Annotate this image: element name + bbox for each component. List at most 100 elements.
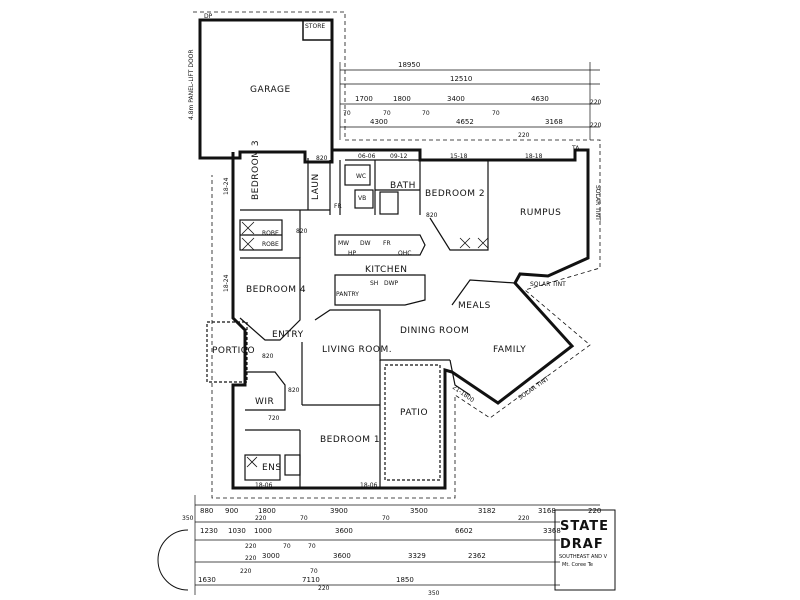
room-label-bedroom-3: BEDROOM 3 <box>251 140 261 200</box>
window-18-06-b: 18-06 <box>360 482 378 489</box>
room-label-store: STORE <box>305 23 325 30</box>
window-18-18: 18-18 <box>525 153 543 160</box>
mw-label: MW <box>338 240 349 247</box>
door-720: 720 <box>268 415 280 422</box>
room-label-pantry: PANTRY <box>336 291 359 298</box>
door-820-d: 820 <box>262 353 274 360</box>
dim-side-220-3: 220 <box>518 132 530 139</box>
dp-label: DP <box>204 13 213 20</box>
dim-top-12510: 12510 <box>450 75 472 83</box>
room-label-kitchen: KITCHEN <box>365 265 408 275</box>
dim-bot-1030: 1030 <box>228 527 246 535</box>
fixture-crosses <box>241 221 489 468</box>
dim-top-4652: 4652 <box>456 118 474 126</box>
stamp-line-2: DRAF <box>560 537 604 552</box>
fridge-label-2: FR <box>383 240 391 247</box>
room-label-portico: PORTICO <box>212 346 255 356</box>
room-label-rumpus: RUMPUS <box>520 208 561 218</box>
dim-bot-3168: 3168 <box>538 507 556 515</box>
dim-bot-r2-70a: 70 <box>300 515 308 522</box>
hp-label: HP <box>348 250 357 257</box>
dim-bot-7110: 7110 <box>302 576 320 584</box>
dimension-lines-bottom <box>194 495 600 595</box>
room-label-living: LIVING ROOM. <box>322 345 392 355</box>
dim-top-1700: 1700 <box>355 95 373 103</box>
dim-bot-3500: 3500 <box>410 507 428 515</box>
fridge-label: FR <box>334 203 342 210</box>
dim-bot-3329: 3329 <box>408 552 426 560</box>
dim-bot-880: 880 <box>200 507 213 515</box>
room-label-wir: WIR <box>255 397 274 407</box>
garage-door-label: 4.8m PANEL-LIFT DOOR <box>188 49 195 120</box>
dw-label: DW <box>360 240 371 247</box>
window-18-24-a: 18-24 <box>223 177 230 195</box>
dim-bot-1000: 1000 <box>254 527 272 535</box>
window-09-12: 09-12 <box>390 153 408 160</box>
window-18-24-b: 18-24 <box>223 274 230 292</box>
door-820-a: 820 <box>316 155 328 162</box>
dim-top-small-4: 70 <box>492 110 500 117</box>
ohc-label: OHC <box>398 250 411 257</box>
stamp-line-1: STATE <box>560 519 609 534</box>
dim-bot-3900: 3900 <box>330 507 348 515</box>
robe-label: ROBE <box>262 230 279 237</box>
dim-bot-1850: 1850 <box>396 576 414 584</box>
wc-label: WC <box>356 173 366 180</box>
dim-bot-3600b: 3600 <box>333 552 351 560</box>
exterior-walls <box>198 18 590 490</box>
solar-tint-label-2: SOLAR TINT <box>530 281 566 288</box>
dim-bot-2362: 2362 <box>468 552 486 560</box>
ta-label: TA <box>571 145 580 152</box>
dim-bot-3000: 3000 <box>262 552 280 560</box>
dim-top-4630: 4630 <box>531 95 549 103</box>
window-06-06: 06-06 <box>358 153 376 160</box>
room-label-entry: ENTRY <box>272 330 304 340</box>
dim-top-1800: 1800 <box>393 95 411 103</box>
dim-bot-6602: 6602 <box>455 527 473 535</box>
dim-bot-r6-220b: 220 <box>318 585 330 592</box>
stamp-frame <box>554 509 616 591</box>
room-label-family: FAMILY <box>493 345 526 355</box>
dim-top-3168: 3168 <box>545 118 563 126</box>
dim-top-overall: 18950 <box>398 61 420 69</box>
dimension-lines-top <box>339 62 600 140</box>
stamp-line-4: Mt. Coree Te <box>562 562 593 568</box>
dim-bot-3600: 3600 <box>335 527 353 535</box>
room-label-ens: ENS <box>262 463 282 473</box>
dim-top-3400: 3400 <box>447 95 465 103</box>
dim-bot-1230: 1230 <box>200 527 218 535</box>
dim-side-220-1: 220 <box>590 99 602 106</box>
door-820-c: 820 <box>426 212 438 219</box>
sh-label: SH <box>370 280 378 287</box>
room-label-garage: GARAGE <box>250 85 291 95</box>
dim-top-small-2: 70 <box>383 110 391 117</box>
dim-bot-350b: 350 <box>428 590 440 597</box>
compass-arc <box>157 529 189 591</box>
room-label-laundry: LAUN <box>311 173 321 200</box>
dim-bot-3182: 3182 <box>478 507 496 515</box>
solar-tint-label-3: SOLAR TINT <box>517 375 551 401</box>
robe-label-2: ROBE <box>262 241 279 248</box>
dim-bot-r2-220: 220 <box>255 515 267 522</box>
room-label-bedroom-2: BEDROOM 2 <box>425 189 485 199</box>
room-label-meals: MEALS <box>458 301 491 311</box>
door-820-e: 820 <box>288 387 300 394</box>
dim-bot-r2-70b: 70 <box>382 515 390 522</box>
dim-bot-1630: 1630 <box>198 576 216 584</box>
window-15-18: 15-18 <box>450 153 468 160</box>
dim-bot-r4-70b: 70 <box>308 543 316 550</box>
dim-bot-900: 900 <box>225 507 238 515</box>
dim-bot-r4-220: 220 <box>245 543 257 550</box>
dim-bot-r4-70a: 70 <box>283 543 291 550</box>
room-label-patio: PATIO <box>400 408 428 418</box>
dim-bot-1800: 1800 <box>258 507 276 515</box>
dim-bot-r2-220b: 220 <box>518 515 530 522</box>
room-label-bedroom-1: BEDROOM 1 <box>320 435 380 445</box>
dim-top-4300: 4300 <box>370 118 388 126</box>
roof-line <box>193 11 601 499</box>
room-label-bedroom-4: BEDROOM 4 <box>246 285 306 295</box>
dim-bot-220: 220 <box>588 507 601 515</box>
room-label-bath: BATH <box>390 181 416 191</box>
